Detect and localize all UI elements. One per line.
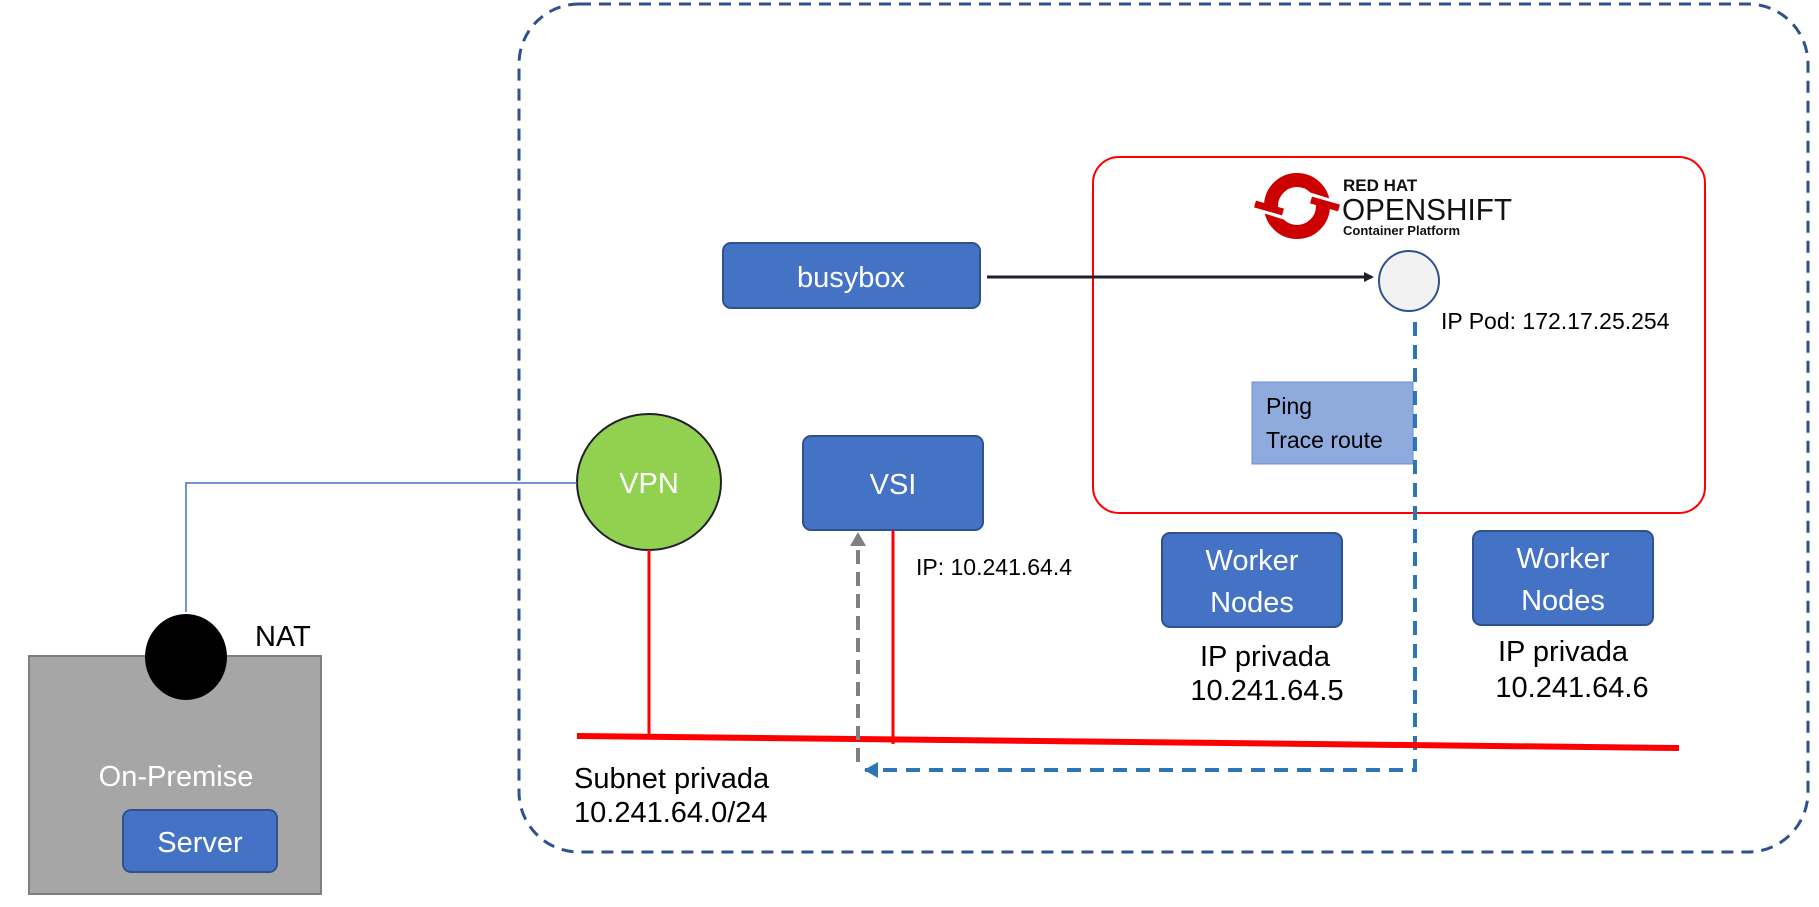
busybox-node[interactable]: busybox [722, 242, 981, 309]
vpn-onprem-link [185, 482, 577, 612]
gray-return-arrowhead [850, 532, 866, 546]
subnet-line [576, 733, 1680, 751]
vpn-node[interactable]: VPN [576, 413, 722, 551]
worker2-label-line1: Worker [1517, 543, 1610, 575]
worker2-ip-title: IP privada [1498, 636, 1629, 668]
worker1-ip-value: 10.241.64.5 [1190, 675, 1343, 707]
ping-traceroute-box: Ping Trace route [1251, 381, 1414, 465]
redhat-openshift-logo-icon [1254, 173, 1340, 239]
openshift-logo: RED HAT OPENSHIFT Container Platform [1254, 173, 1512, 239]
vpc-boundary [517, 2, 1810, 854]
subnet-cidr: 10.241.64.0/24 [574, 797, 768, 829]
worker1-label-line2: Nodes [1210, 587, 1294, 619]
vsi-label: VSI [870, 469, 917, 501]
vpn-label: VPN [619, 468, 679, 500]
pod-circle[interactable] [1378, 250, 1440, 312]
server-label: Server [157, 827, 243, 859]
worker1-label-line1: Worker [1206, 545, 1299, 577]
worker-node-2[interactable]: Worker Nodes [1472, 530, 1654, 626]
worker2-ip-value: 10.241.64.6 [1495, 672, 1648, 704]
worker1-ip-title: IP privada [1200, 641, 1331, 673]
worker-node-1[interactable]: Worker Nodes [1161, 532, 1343, 628]
ping-label: Ping [1266, 393, 1312, 419]
openshift-cluster-boundary [1092, 156, 1706, 514]
trace-route-label: Trace route [1266, 427, 1383, 453]
busybox-label: busybox [797, 262, 906, 294]
worker2-label-line2: Nodes [1521, 585, 1605, 617]
vsi-node[interactable]: VSI [802, 435, 984, 531]
server-node[interactable]: Server [122, 809, 278, 873]
logo-line-container-platform: Container Platform [1343, 223, 1460, 238]
ip-pod-label: IP Pod: 172.17.25.254 [1441, 308, 1670, 334]
logo-line-openshift: OPENSHIFT [1342, 192, 1512, 227]
nat-gateway[interactable] [145, 614, 227, 700]
trace-path-line [865, 322, 1417, 772]
nat-label: NAT [255, 621, 311, 653]
on-premise-label: On-Premise [99, 761, 254, 793]
logo-line-redhat: RED HAT [1343, 176, 1418, 195]
vsi-ip-label: IP: 10.241.64.4 [916, 554, 1072, 580]
trace-path-arrowhead [864, 762, 878, 778]
subnet-title: Subnet privada [574, 763, 770, 795]
